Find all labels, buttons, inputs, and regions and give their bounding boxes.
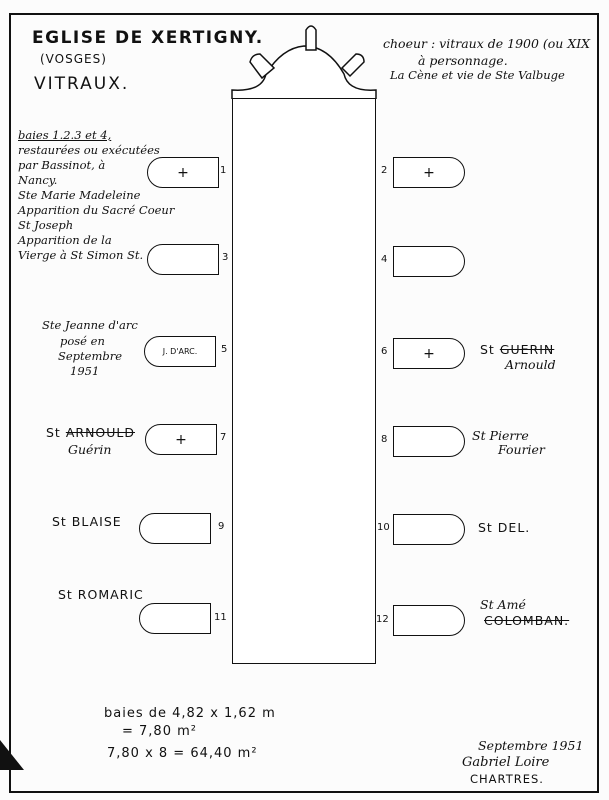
window-number-3: 3 bbox=[222, 252, 229, 263]
window-number-12: 12 bbox=[376, 614, 389, 625]
signature-city: CHARTRES. bbox=[470, 772, 544, 786]
restoration-line: par Bassinot, à bbox=[18, 158, 106, 172]
window-number-9: 9 bbox=[218, 521, 225, 532]
window-1: + bbox=[147, 157, 219, 188]
choir-note-line3: La Cène et vie de Ste Valbuge bbox=[390, 68, 565, 82]
window-number-1: 1 bbox=[220, 165, 227, 176]
restoration-line: restaurées ou exécutées bbox=[18, 143, 160, 157]
struck-name: ARNOULD bbox=[65, 425, 135, 440]
saint-label-w8-line2: Fourier bbox=[498, 442, 545, 457]
restoration-line: Apparition du Sacré Coeur bbox=[18, 203, 175, 217]
saint-label-w5-line3: Septembre bbox=[58, 349, 123, 363]
folded-corner bbox=[0, 740, 24, 770]
restoration-line: Apparition de la bbox=[18, 233, 112, 247]
window-12 bbox=[393, 605, 465, 636]
restoration-note: baies 1.2.3 et 4, restaurées ou exécutée… bbox=[18, 128, 174, 263]
restoration-line: St Joseph bbox=[18, 218, 74, 232]
window-5: J. D'ARC. bbox=[144, 336, 216, 367]
window-number-11: 11 bbox=[214, 612, 227, 623]
window-7: + bbox=[145, 424, 217, 455]
saint-label-w7-line1: St ARNOULD bbox=[46, 425, 135, 440]
struck-name: GUERIN bbox=[499, 342, 555, 357]
window-6: + bbox=[393, 338, 465, 369]
saint-label-w12-line1: St Amé bbox=[480, 597, 526, 612]
church-title: EGLISE DE XERTIGNY. bbox=[32, 28, 264, 48]
bay-dimensions: baies de 4,82 x 1,62 m bbox=[104, 706, 276, 721]
saint-prefix: St bbox=[480, 342, 495, 357]
saint-label-w5-line1: Ste Jeanne d'arc bbox=[42, 318, 138, 332]
window-number-4: 4 bbox=[381, 254, 388, 265]
nave-outline bbox=[232, 98, 376, 664]
window-number-6: 6 bbox=[381, 346, 388, 357]
window-number-2: 2 bbox=[381, 165, 388, 176]
region-label: (VOSGES) bbox=[40, 52, 107, 66]
saint-prefix: St bbox=[46, 425, 61, 440]
window-number-8: 8 bbox=[381, 434, 388, 445]
signature-name: Gabriel Loire bbox=[462, 755, 550, 770]
choir-window-right bbox=[340, 53, 365, 78]
window-11 bbox=[139, 603, 211, 634]
saint-label-w7-line2: Guérin bbox=[68, 442, 112, 457]
restoration-line: Ste Marie Madeleine bbox=[18, 188, 141, 202]
apse-outline bbox=[231, 25, 377, 99]
window-9 bbox=[139, 513, 211, 544]
window-number-7: 7 bbox=[220, 432, 227, 443]
window-5-label: J. D'ARC. bbox=[162, 347, 198, 356]
section-title: VITRAUX. bbox=[34, 74, 130, 94]
saint-label-w6-line1: St GUERIN bbox=[480, 342, 554, 357]
signature-date: Septembre 1951 bbox=[478, 738, 584, 753]
window-10 bbox=[393, 514, 465, 545]
restoration-line: baies 1.2.3 et 4, bbox=[18, 128, 112, 142]
saint-label-w5-line4: 1951 bbox=[70, 364, 100, 378]
saint-label-w12-line2: COLOMBAN. bbox=[484, 613, 570, 628]
choir-window-center bbox=[305, 25, 317, 51]
window-4 bbox=[393, 246, 465, 277]
window-2: + bbox=[393, 157, 465, 188]
restoration-line: Nancy. bbox=[18, 173, 58, 187]
saint-label-w10: St DEL. bbox=[478, 520, 531, 535]
sheet-border bbox=[9, 13, 599, 793]
window-number-5: 5 bbox=[221, 344, 228, 355]
saint-label-w9: St BLAISE bbox=[52, 514, 122, 529]
window-8 bbox=[393, 426, 465, 457]
window-number-10: 10 bbox=[377, 522, 390, 533]
saint-label-w6-line2: Arnould bbox=[505, 357, 556, 372]
total-area: 7,80 x 8 = 64,40 m² bbox=[107, 746, 258, 761]
choir-window-left bbox=[249, 53, 276, 80]
saint-label-w11: St ROMARIC bbox=[58, 587, 144, 602]
choir-note-line1: choeur : vitraux de 1900 (ou XIX bbox=[383, 36, 591, 51]
choir-note-line2: à personnage. bbox=[418, 53, 508, 68]
bay-area: = 7,80 m² bbox=[122, 724, 197, 739]
window-3 bbox=[147, 244, 219, 275]
saint-label-w8-line1: St Pierre bbox=[472, 428, 529, 443]
restoration-line: Vierge à St Simon St. bbox=[18, 248, 144, 262]
saint-label-w5-line2: posé en bbox=[60, 334, 105, 348]
